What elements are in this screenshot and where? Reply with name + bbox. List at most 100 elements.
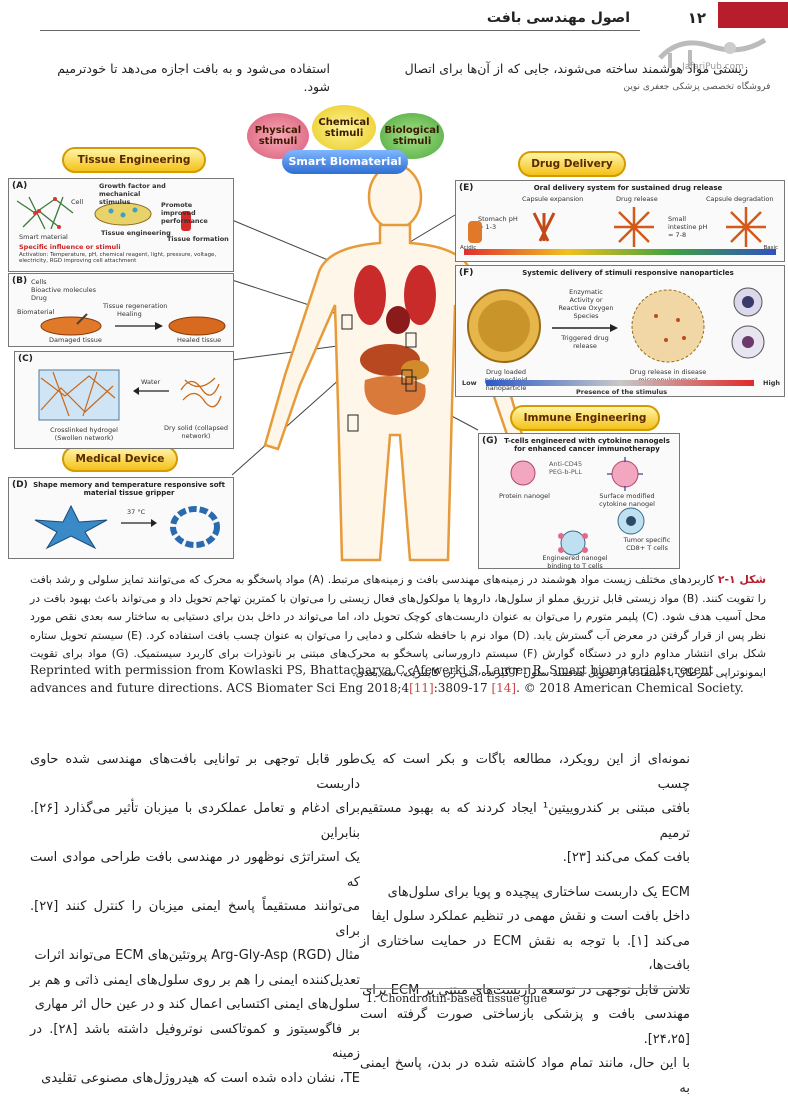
body-line: داخل بافت است و نقش مهمی در تنظیم عملکرد… bbox=[371, 909, 690, 924]
stimulus-gradient-bar bbox=[486, 380, 754, 386]
panel-g-anti-cd45: Anti-CD45 bbox=[549, 460, 583, 468]
engineered-t-cell-icon bbox=[558, 530, 588, 556]
panel-f-label: (F) bbox=[459, 268, 474, 278]
panel-c: (C) Water Crosslinked hydrogel (Swollen … bbox=[14, 351, 234, 449]
caption-ref-line-2: advances and future directions. ACS Biom… bbox=[30, 679, 766, 697]
panel-g-tumor: Tumor specific CD8+ T cells bbox=[623, 536, 671, 552]
caption-ref-2a: advances and future directions. ACS Biom… bbox=[30, 681, 410, 695]
panel-a-growth-factor: Growth factor and mechanical stimulus bbox=[99, 182, 166, 206]
body-line: تلاش قابل توجهی در توسعه داربست‌های مبتن… bbox=[362, 982, 690, 998]
panel-e-intestine: Small intestine pH = 7-8 bbox=[668, 215, 708, 239]
panel-b-biomaterial: Biomaterial bbox=[17, 308, 55, 316]
tissue-engineering-badge: Tissue Engineering bbox=[62, 147, 206, 173]
body-line: با این حال، مانند تمام مواد کاشته شده در… bbox=[360, 1056, 690, 1096]
body-line: تعدیل‌کننده ایمنی را هم بر روی سلول‌های … bbox=[29, 972, 360, 988]
logo-subtitle: فروشگاه تخصصی پزشکی جعفری نوین bbox=[623, 82, 771, 92]
caption-ref-2b: :3809-17 bbox=[433, 681, 492, 695]
caption-text: کاربردهای مختلف زیست مواد هوشمند در زمین… bbox=[30, 573, 767, 679]
figure-smart-biomaterials: Physical stimuli Chemical stimuli Biolog… bbox=[0, 105, 788, 575]
drug-delivery-badge: Drug Delivery bbox=[518, 151, 626, 177]
panel-g-label: (G) bbox=[482, 436, 498, 446]
body-line: یک استراتژی نوظهور در مهندسی بافت طراحی … bbox=[30, 850, 360, 890]
nanoparticle-icon bbox=[467, 289, 541, 363]
panel-b-damaged: Damaged tissue bbox=[49, 336, 102, 344]
body-line: مهندسی بافت و پزشکی بازساختی صورت گرفته … bbox=[360, 1007, 690, 1047]
panel-a-tissue-formation: Tissue formation bbox=[167, 235, 229, 243]
footnote: 1. Chondroitin-based tissue glue bbox=[366, 992, 548, 1005]
panel-d-temp: 37 °C bbox=[127, 508, 146, 516]
body-line: بافتی مبتنی بر کندروییتین¹ ایجاد کردند ک… bbox=[360, 801, 690, 841]
citation-link[interactable]: [14] bbox=[491, 681, 517, 695]
body-line: بر فاگوسیتوز و کموتاکسی نوتروفیل داشته ب… bbox=[30, 1021, 360, 1062]
arrow-icon bbox=[133, 387, 169, 395]
immune-engineering-badge: Immune Engineering bbox=[510, 405, 660, 431]
panel-g: (G) T-cells engineered with cytokine nan… bbox=[478, 433, 680, 570]
body-column-left: طور قابل توجهی بر توانایی بافت‌های مهندس… bbox=[30, 748, 360, 1091]
body-line: سلول‌های ایمنی اکتسابی اعمال کند و در عی… bbox=[34, 997, 360, 1012]
panel-e-title: Oral delivery system for sustained drug … bbox=[533, 184, 723, 192]
panel-f-triggered: Triggered drug release bbox=[561, 334, 609, 350]
body-line: می‌کند [۱]. با توجه به نقش ECM در حمایت … bbox=[360, 933, 691, 974]
oral-delivery-stages-icon bbox=[468, 207, 766, 247]
footnote-rule bbox=[360, 988, 690, 989]
panel-a-label: (A) bbox=[12, 181, 28, 191]
tissue-engineering-scaffold-icon bbox=[94, 202, 152, 226]
panel-e-capsule-expansion: Capsule expansion bbox=[522, 195, 584, 203]
panel-e-basic: Basic bbox=[763, 245, 778, 251]
panel-c-label: (C) bbox=[18, 354, 33, 364]
panel-g-surface: Surface modified cytokine nanogel bbox=[599, 492, 655, 508]
body-line: مثال Arg-Gly-Asp (RGD) پروتئین‌های ECM م… bbox=[34, 948, 360, 963]
target-cells-icon bbox=[731, 287, 765, 359]
figure-caption: شکل ۱-۲ کاربردهای مختلف زیست مواد هوشمند… bbox=[30, 571, 766, 682]
tissue-formation-icon bbox=[181, 211, 191, 231]
arrow-icon bbox=[552, 324, 618, 332]
body-line: TE، نشان داده شده است که هیدروژل‌های مصن… bbox=[41, 1070, 360, 1086]
panel-g-protein: Protein nanogel bbox=[499, 492, 550, 500]
panel-b-healing: Healing bbox=[117, 310, 142, 318]
publisher-logo-icon bbox=[658, 37, 767, 68]
ph-gradient-bar bbox=[464, 249, 776, 255]
panel-b-drug: Drug bbox=[31, 294, 47, 302]
closed-gripper-icon bbox=[170, 506, 220, 548]
panel-f-high: High bbox=[763, 379, 780, 387]
star-gripper-icon bbox=[34, 504, 108, 550]
body-line: بافت کمک می‌کند [۲۳]. bbox=[562, 850, 690, 865]
tissue-healing-icon bbox=[40, 313, 226, 336]
panel-d-title: Shape memory and temperature responsive … bbox=[33, 481, 225, 497]
page-number: ۱۲ bbox=[687, 9, 706, 27]
protein-nanogel-icon bbox=[510, 460, 536, 486]
top-text-left: استفاده می‌شود و به بافت اجازه می‌دهد تا… bbox=[57, 61, 330, 94]
panel-b-cells: Cells bbox=[31, 278, 47, 286]
body-line: می‌توانند مستقیماً پاسخ ایمنی میزبان را … bbox=[30, 899, 360, 939]
panel-g-title: T-cells engineered with cytokine nanogel… bbox=[504, 437, 670, 453]
book-title: اصول مهندسی بافت bbox=[486, 10, 630, 26]
citation-link[interactable]: [11] bbox=[409, 681, 434, 695]
swollen-hydrogel-icon bbox=[38, 369, 120, 421]
panel-b-tissue-regeneration: Tissue regeneration bbox=[103, 302, 168, 310]
panel-e-drug-release: Drug release bbox=[616, 195, 658, 203]
smart-material-mesh-icon bbox=[16, 196, 74, 230]
panel-a: (A) Growth factor and mechanical stimulu… bbox=[8, 178, 234, 272]
panel-e-capsule-degradation: Capsule degradation bbox=[706, 195, 774, 203]
body-line: نمونه‌ای از این رویکرد، مطالعه باگات و ب… bbox=[360, 752, 690, 792]
panel-b: (B) Cells Bioactive molecules Drug Bioma… bbox=[8, 273, 234, 347]
caption-ref-2c: . © 2018 American Chemical Society. bbox=[516, 681, 744, 695]
panel-g-engineered: Engineered nanogel binding to T cells bbox=[542, 554, 608, 570]
panel-e-stomach: Stomach pH = 1-3 bbox=[478, 215, 518, 231]
panel-e-label: (E) bbox=[459, 183, 474, 193]
arrow-icon bbox=[121, 519, 157, 527]
panel-d: (D) Shape memory and temperature respons… bbox=[8, 477, 234, 559]
panel-b-bioactive: Bioactive molecules bbox=[31, 286, 97, 294]
panel-b-healed: Healed tissue bbox=[177, 336, 222, 344]
panel-a-cell: Cell bbox=[71, 198, 84, 206]
panel-c-water: Water bbox=[141, 378, 161, 386]
medical-device-badge: Medical Device bbox=[62, 446, 178, 472]
panel-a-activation: Activation: Temperature, pH, chemical re… bbox=[19, 252, 217, 264]
caption-head: شکل ۱-۲ bbox=[717, 573, 766, 586]
panel-c-dry-solid: Dry solid (collapsed network) bbox=[163, 424, 229, 440]
panel-b-label: (B) bbox=[12, 276, 28, 286]
panel-f-presence: Presence of the stimulus bbox=[576, 388, 668, 396]
panel-e-acidic: Acidic bbox=[460, 245, 477, 251]
disease-microenvironment-icon bbox=[631, 289, 705, 363]
chemical-stimuli-bubble: Chemical stimuli bbox=[312, 105, 376, 151]
